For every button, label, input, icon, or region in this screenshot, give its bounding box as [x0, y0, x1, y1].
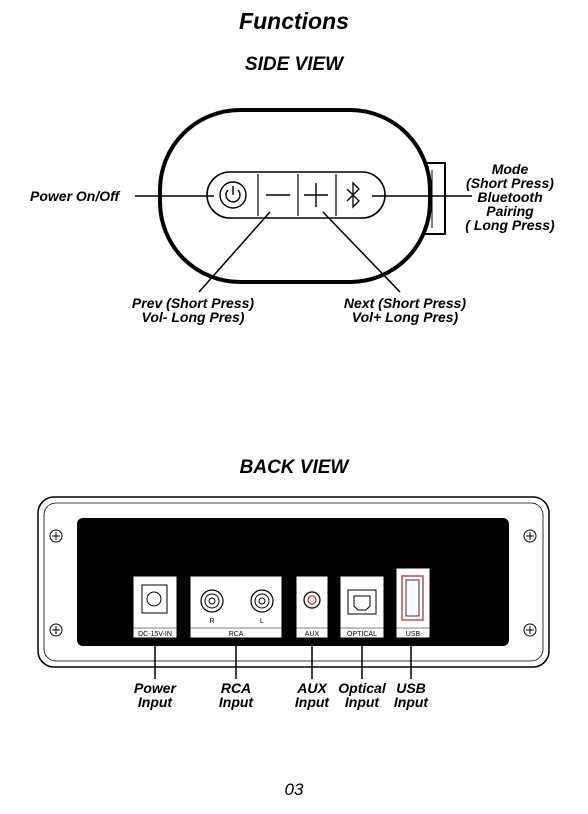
dc-port: DC-15V-IN — [133, 576, 177, 638]
rca-input-label: RCA Input — [206, 681, 266, 709]
aux-port: AUX — [296, 576, 328, 638]
power-input-label: Power Input — [124, 681, 186, 709]
screw-icon — [50, 530, 62, 542]
rca-l-label: L — [260, 618, 264, 625]
rca-port-label: RCA — [229, 631, 244, 638]
power-label: Power On/Off — [30, 189, 119, 203]
prev-label: Prev (Short Press) Vol- Long Pres) — [122, 296, 264, 324]
optical-port-label: OPTICAL — [347, 631, 377, 638]
screw-icon — [524, 530, 536, 542]
optical-port: OPTICAL — [340, 576, 384, 638]
next-label: Next (Short Press) Vol+ Long Pres) — [332, 296, 478, 324]
aux-port-label: AUX — [305, 631, 320, 638]
screw-icon — [50, 624, 62, 636]
usb-port-label: USB — [406, 631, 421, 638]
mode-label: Mode (Short Press) Bluetooth Pairing ( L… — [458, 162, 562, 232]
optical-input-label: Optical Input — [332, 681, 392, 709]
rca-port: R L RCA — [190, 576, 282, 638]
dc-port-label: DC-15V-IN — [138, 631, 172, 638]
usb-port: USB — [396, 568, 430, 638]
rca-r-label: R — [209, 618, 214, 625]
page-number: 03 — [0, 780, 588, 800]
screw-icon — [524, 624, 536, 636]
usb-input-label: USB Input — [386, 681, 436, 709]
